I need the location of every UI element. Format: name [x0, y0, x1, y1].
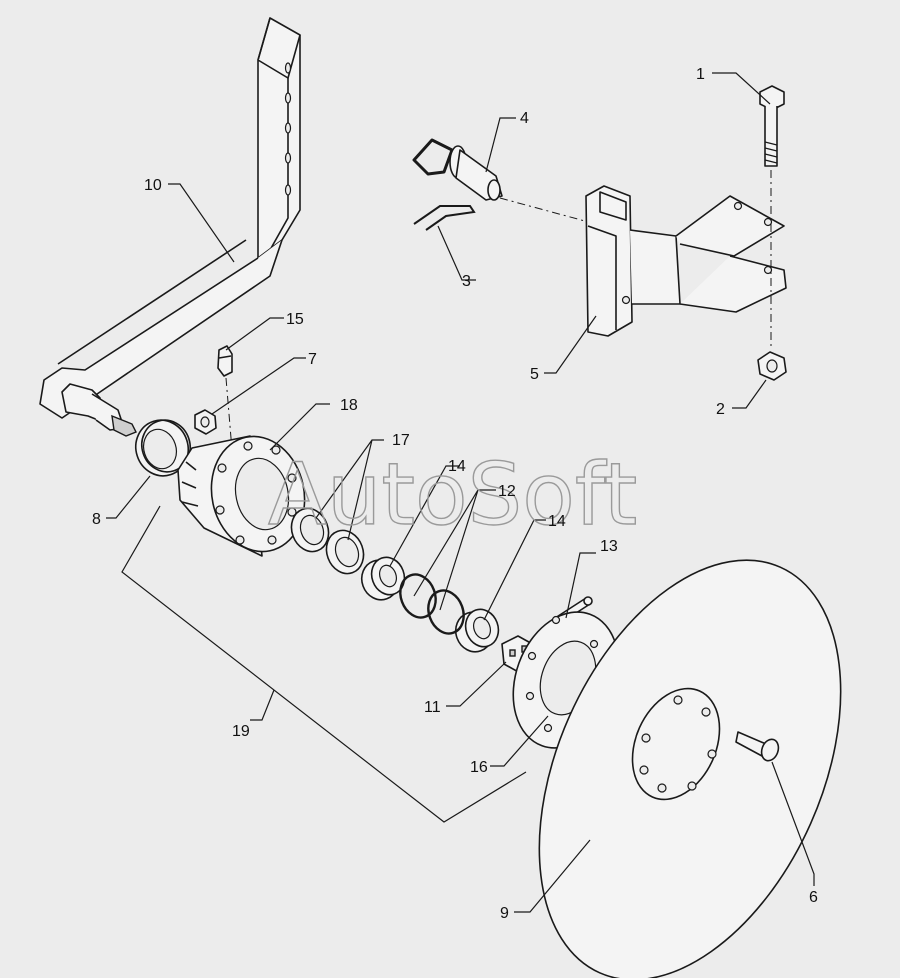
callout-18: 18 — [340, 397, 358, 414]
small-nut — [194, 409, 217, 435]
hub-seal-outer — [290, 507, 330, 553]
bracket-bolt — [759, 85, 785, 167]
callout-14-inner: 14 — [448, 458, 466, 475]
bearing-inner — [360, 556, 406, 601]
callout-13: 13 — [600, 538, 618, 555]
hitch-pin — [412, 138, 503, 201]
snap-ring-a — [399, 573, 437, 619]
callout-2: 2 — [716, 401, 725, 418]
mounting-bracket — [585, 185, 787, 337]
callout-4: 4 — [520, 110, 529, 127]
disc-bolt — [735, 731, 780, 762]
callout-7: 7 — [308, 351, 317, 368]
wheel-hub — [177, 435, 306, 557]
leader-lines — [106, 72, 815, 913]
callouts: 1 2 3 4 5 6 7 8 9 10 11 12 13 14 14 15 1… — [92, 66, 818, 922]
callout-15: 15 — [286, 311, 304, 328]
disc-blade — [538, 559, 842, 978]
snap-ring-b — [427, 589, 465, 635]
grease-nipple — [217, 345, 233, 451]
callout-11: 11 — [424, 699, 441, 716]
callout-12: 12 — [498, 483, 516, 500]
callout-3: 3 — [462, 273, 471, 290]
callout-5: 5 — [530, 366, 539, 383]
callout-16: 16 — [470, 759, 488, 776]
bearing-outer — [454, 608, 500, 653]
callout-19: 19 — [232, 723, 250, 740]
callout-9: 9 — [500, 905, 509, 922]
arm-bracket — [39, 17, 301, 437]
hub-seal-inner — [325, 529, 365, 575]
bracket-nut — [757, 351, 787, 381]
callout-6: 6 — [809, 889, 818, 906]
callout-17: 17 — [392, 432, 410, 449]
callout-14-outer: 14 — [548, 513, 566, 530]
seal-ring — [135, 419, 191, 477]
callout-10: 10 — [144, 177, 162, 194]
watermark: AutoSoft — [268, 445, 637, 545]
callout-8: 8 — [92, 511, 101, 528]
lynch-clip — [413, 205, 476, 231]
callout-1: 1 — [696, 66, 705, 83]
